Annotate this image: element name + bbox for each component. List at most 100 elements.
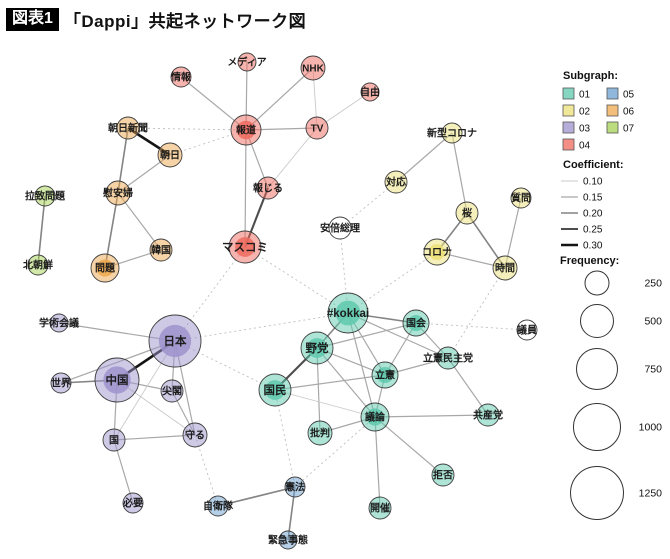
node-label-kenpo: 憲法 bbox=[284, 481, 305, 494]
node-sekai: 世界 bbox=[50, 372, 72, 394]
node-circle-kenpo bbox=[284, 476, 306, 498]
node-mondai: 問題 bbox=[90, 253, 120, 283]
node-label-sakura: 桜 bbox=[462, 207, 472, 220]
subgraph-label-03: 03 bbox=[579, 124, 591, 135]
node-joho: 情報 bbox=[170, 66, 192, 88]
node-circle-kuni bbox=[102, 428, 126, 452]
edge-hojiru-tv bbox=[267, 127, 318, 189]
node-circle-asahi bbox=[157, 142, 183, 168]
frequency-label-1250: 1250 bbox=[639, 488, 663, 500]
node-circle-mamoru bbox=[182, 422, 208, 448]
subgraph-label-06: 06 bbox=[623, 107, 635, 118]
node-jiyu: 自由 bbox=[360, 82, 380, 102]
node-circle-kyohi bbox=[431, 463, 455, 487]
page-title: 「Dappi」共起ネットワーク図 bbox=[63, 12, 307, 31]
node-circle-gakujutsukaigi bbox=[49, 313, 69, 333]
node-label-kankoku: 韓国 bbox=[151, 244, 171, 257]
node-giron: 議論 bbox=[360, 402, 390, 432]
figure-number-badge: 図表1 bbox=[6, 8, 59, 31]
edge-kokumin-kenpo bbox=[274, 389, 296, 488]
edge-rikken-kokumin bbox=[274, 374, 386, 391]
node-label-abesori: 安倍総理 bbox=[320, 222, 360, 235]
node-hitsuyo: 必要 bbox=[122, 492, 144, 514]
node-circle-kyosanto bbox=[476, 403, 500, 427]
node-yato: 野党 bbox=[300, 331, 334, 365]
node-label-media: メディア bbox=[227, 56, 266, 69]
node-kankoku: 韓国 bbox=[149, 238, 173, 262]
node-core-yato bbox=[307, 338, 327, 358]
node-label-asahi: 朝日 bbox=[160, 149, 180, 162]
node-giin: 議員 bbox=[516, 319, 538, 341]
node-circle-shingatacorona bbox=[441, 122, 463, 144]
edge-kokkai-yato bbox=[316, 322, 417, 349]
node-core-masukomi bbox=[235, 237, 255, 257]
node-circle-sakura bbox=[455, 201, 479, 225]
edge-kuni-mamoru bbox=[113, 434, 196, 441]
edge-kokkai-giin bbox=[415, 322, 528, 331]
node-rikken: 立憲 bbox=[371, 361, 399, 389]
node-label-shitsumon: 質問 bbox=[511, 192, 531, 205]
edge-rachimondai-kitachosen bbox=[37, 195, 46, 266]
node-core-mondai bbox=[96, 259, 114, 277]
node-corona: コロナ bbox=[422, 238, 452, 266]
node-label-nhk: NHK bbox=[302, 64, 324, 75]
node-circle-kaisai bbox=[368, 496, 392, 520]
node-label-mondai: 問題 bbox=[95, 263, 116, 275]
node-circle-asahishinbun bbox=[116, 116, 140, 140]
coefficient-label-0.20: 0.20 bbox=[583, 209, 603, 220]
node-label-rikkenminshuto: 立憲民主党 bbox=[423, 352, 473, 365]
node-circle-hojiru bbox=[256, 176, 280, 200]
node-kyohi: 拒否 bbox=[431, 463, 455, 487]
node-label-kitachosen: 北朝鮮 bbox=[23, 259, 53, 272]
node-circle-shitsumon bbox=[510, 187, 532, 209]
node-label-giron: 議論 bbox=[365, 411, 386, 424]
node-hihan: 批判 bbox=[307, 420, 333, 446]
node-label-jieitai: 自衛隊 bbox=[203, 500, 234, 513]
node-core-hodo bbox=[236, 120, 256, 140]
node-sakura: 桜 bbox=[455, 201, 479, 225]
edge-jieitai-kenpo bbox=[217, 486, 296, 507]
node-label-kinkyujitai: 緊急事態 bbox=[268, 534, 308, 547]
node-senkaku: 尖閣 bbox=[160, 379, 184, 403]
node-ianfu: 慰安婦 bbox=[103, 180, 133, 206]
node-circle-joho bbox=[170, 66, 192, 88]
frequency-label-250: 250 bbox=[644, 278, 662, 290]
node-taio: 対応 bbox=[384, 170, 408, 194]
frequency-circle-750 bbox=[576, 348, 618, 390]
node-kokkai: 国会 bbox=[402, 309, 430, 337]
node-label-kyosanto: 共産党 bbox=[473, 409, 503, 422]
node-abesori: 安倍総理 bbox=[320, 216, 360, 240]
node-asahi: 朝日 bbox=[157, 142, 183, 168]
node-core-kokkai bbox=[407, 314, 425, 332]
edge-giron-kaisai bbox=[374, 416, 381, 509]
node-circle-taio bbox=[384, 170, 408, 194]
node-circle-abesori bbox=[328, 216, 352, 240]
node-core-giron bbox=[366, 408, 384, 426]
legend-frequency-title: Frequency: bbox=[560, 255, 619, 267]
node-label-kokumin: 国民 bbox=[264, 383, 287, 397]
frequency-circle-1250 bbox=[570, 466, 624, 520]
node-label-kokkai_tag: #kokkai bbox=[327, 308, 369, 320]
node-media: メディア bbox=[227, 52, 267, 72]
node-circle-media bbox=[237, 52, 257, 72]
node-asahishinbun: 朝日新聞 bbox=[108, 116, 148, 140]
coefficient-label-0.10: 0.10 bbox=[583, 177, 603, 188]
node-core-kokumin bbox=[265, 380, 285, 400]
node-label-ianfu: 慰安婦 bbox=[103, 187, 133, 200]
node-circle-ianfu bbox=[105, 180, 131, 206]
node-shingatacorona: 新型コロナ bbox=[427, 122, 477, 144]
node-core-chugoku bbox=[103, 366, 131, 394]
edge-shingatacorona-taio bbox=[395, 132, 453, 183]
subgraph-swatch-06 bbox=[606, 104, 619, 117]
edge-kokumin-giron bbox=[274, 389, 376, 418]
node-circle-kankoku bbox=[149, 238, 173, 262]
node-label-hihan: 批判 bbox=[310, 427, 330, 440]
legend-coefficient-title: Coefficient: bbox=[563, 159, 624, 171]
node-nhk: NHK bbox=[300, 55, 326, 81]
node-label-asahishinbun: 朝日新聞 bbox=[108, 122, 148, 135]
node-circle-jiyu bbox=[360, 82, 380, 102]
node-label-yato: 野党 bbox=[306, 341, 329, 355]
node-hodo: 報道 bbox=[230, 114, 262, 146]
edge-kenpo-giron bbox=[294, 416, 376, 488]
